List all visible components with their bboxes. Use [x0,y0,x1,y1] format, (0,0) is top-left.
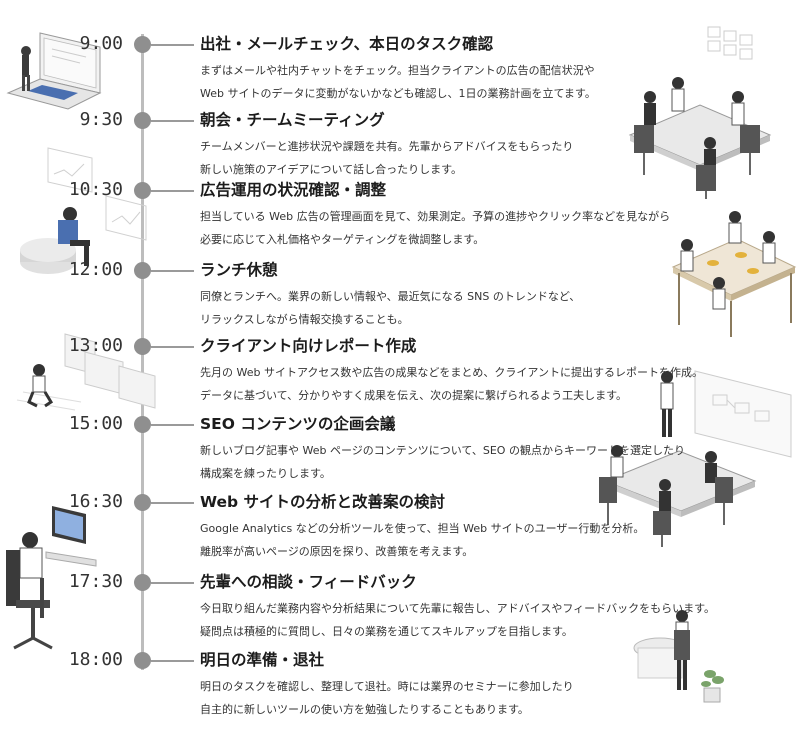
description-line: チームメンバーと進捗状況や課題を共有。先輩からアドバイスをもらったり [200,140,574,153]
schedule-entry: 9:30 朝会・チームミーティング チームメンバーと進捗状況や課題を共有。先輩か… [0,110,800,190]
description-line: 明日のタスクを確認し、整理して退社。時には業界のセミナーに参加したり [200,680,574,693]
report-squat-illustration [16,333,156,411]
description-line: データに基づいて、分かりやすく成果を伝え、次の提案に繋げられるよう工夫します。 [200,389,628,402]
description-line: 構成案を練ったりします。 [200,467,331,480]
entry-description: 今日取り組んだ業務内容や分析結果について先輩に報告し、アドバイスやフィードバック… [200,597,715,643]
timeline-connector [151,424,194,426]
timeline-dot [134,262,151,279]
analytics-seated-illustration [20,147,147,274]
entry-title: クライアント向けレポート作成 [200,337,417,355]
entry-description: Google Analytics などの分析ツールを使って、担当 Web サイト… [200,517,644,563]
entry-title: Web サイトの分析と改善案の検討 [200,493,446,511]
entry-title: 広告運用の状況確認・調整 [200,181,387,199]
timeline-dot [134,652,151,669]
description-line: 疑問点は積極的に質問し、日々の業務を通じてスキルアップを目指します。 [200,625,573,638]
entry-title: 先輩への相談・フィードバック [200,573,417,591]
desk-worker-illustration [6,506,97,650]
description-line: Web サイトのデータに変動がないかなども確認し、1日の業務計画を立てます。 [200,87,596,100]
timeline-dot [134,338,151,355]
time-label: 9:00 [79,33,123,54]
timeline-dot [134,182,151,199]
timeline-connector [151,270,194,272]
description-line: 離脱率が高いページの原因を探り、改善策を考えます。 [200,545,474,558]
entry-title: 朝会・チームミーティング [200,111,385,129]
description-line: 自主的に新しいツールの使い方を勉強したりすることもあります。 [200,703,529,716]
time-label: 10:30 [68,179,123,200]
description-line: 新しいブログ記事や Web ページのコンテンツについて、SEO の観点からキーワ… [200,444,685,457]
description-line: 新しい施策のアイデアについて話し合ったりします。 [200,163,463,176]
timeline-connector [151,120,194,122]
time-label: 13:00 [68,335,123,356]
timeline-connector [151,346,194,348]
description-line: 必要に応じて入札価格やターゲティングを微調整します。 [200,233,485,246]
time-label: 9:30 [79,109,123,130]
schedule-entry: 15:00 SEO コンテンツの企画会議 新しいブログ記事や Web ページのコ… [0,414,800,494]
timeline-dot [134,112,151,129]
description-line: リラックスしながら情報交換することも。 [200,313,409,326]
timeline-dot [134,416,151,433]
entry-description: 同僚とランチへ。業界の新しい情報や、最近気になる SNS のトレンドなど、 リラ… [200,285,580,331]
description-line: まずはメールや社内チャットをチェック。担当クライアントの広告の配信状況や [200,64,595,77]
timeline-connector [151,582,194,584]
entry-description: まずはメールや社内チャットをチェック。担当クライアントの広告の配信状況や Web… [200,59,596,105]
description-line: 担当している Web 広告の管理画面を見て、効果測定。予算の進捗やクリック率など… [200,210,671,223]
description-line: 先月の Web サイトアクセス数や広告の成果などをまとめ、クライアントに提出する… [200,366,703,379]
description-line: Google Analytics などの分析ツールを使って、担当 Web サイト… [200,522,645,535]
meeting-team-illustration [628,26,772,199]
entry-title: 出社・メールチェック、本日のタスク確認 [200,35,494,53]
schedule-entry: 12:00 ランチ休憩 同僚とランチへ。業界の新しい情報や、最近気になる SNS… [0,260,800,340]
timeline-connector [151,190,194,192]
description-line: 今日取り組んだ業務内容や分析結果について先輩に報告し、アドバイスやフィードバック… [200,602,716,615]
schedule-entry: 10:30 広告運用の状況確認・調整 担当している Web 広告の管理画面を見て… [0,180,800,260]
time-label: 15:00 [68,413,123,434]
entry-description: 先月の Web サイトアクセス数や広告の成果などをまとめ、クライアントに提出する… [200,361,703,407]
schedule-entry: 17:30 先輩への相談・フィードバック 今日取り組んだ業務内容や分析結果につい… [0,572,800,652]
whiteboard-meeting-illustration [599,370,792,547]
entry-title: SEO コンテンツの企画会議 [200,415,396,433]
laptop-worker-illustration [6,32,102,110]
time-label: 17:30 [68,571,123,592]
time-label: 12:00 [68,259,123,280]
schedule-entry: 18:00 明日の準備・退社 明日のタスクを確認し、整理して退社。時には業界のセ… [0,650,800,730]
timeline-connector [151,502,194,504]
timeline-dot [134,36,151,53]
schedule-entry: 9:00 出社・メールチェック、本日のタスク確認 まずはメールや社内チャットをチ… [0,34,800,114]
entry-description: チームメンバーと進捗状況や課題を共有。先輩からアドバイスをもらったり 新しい施策… [200,135,573,181]
entry-description: 明日のタスクを確認し、整理して退社。時には業界のセミナーに参加したり 自主的に新… [200,675,574,721]
timeline-connector [151,660,194,662]
time-label: 18:00 [68,649,123,670]
entry-description: 担当している Web 広告の管理画面を見て、効果測定。予算の進捗やクリック率など… [200,205,670,251]
timeline-dot [134,494,151,511]
leaving-worker-illustration [633,610,724,703]
description-line: 同僚とランチへ。業界の新しい情報や、最近気になる SNS のトレンドなど、 [200,290,581,303]
entry-description: 新しいブログ記事や Web ページのコンテンツについて、SEO の観点からキーワ… [200,439,685,485]
lunch-table-illustration [671,211,797,337]
schedule-entry: 16:30 Web サイトの分析と改善案の検討 Google Analytics… [0,492,800,572]
time-label: 16:30 [68,491,123,512]
entry-title: 明日の準備・退社 [200,651,325,669]
entry-title: ランチ休憩 [200,261,278,279]
timeline-connector [151,44,194,46]
schedule-entry: 13:00 クライアント向けレポート作成 先月の Web サイトアクセス数や広告… [0,336,800,416]
timeline-dot [134,574,151,591]
